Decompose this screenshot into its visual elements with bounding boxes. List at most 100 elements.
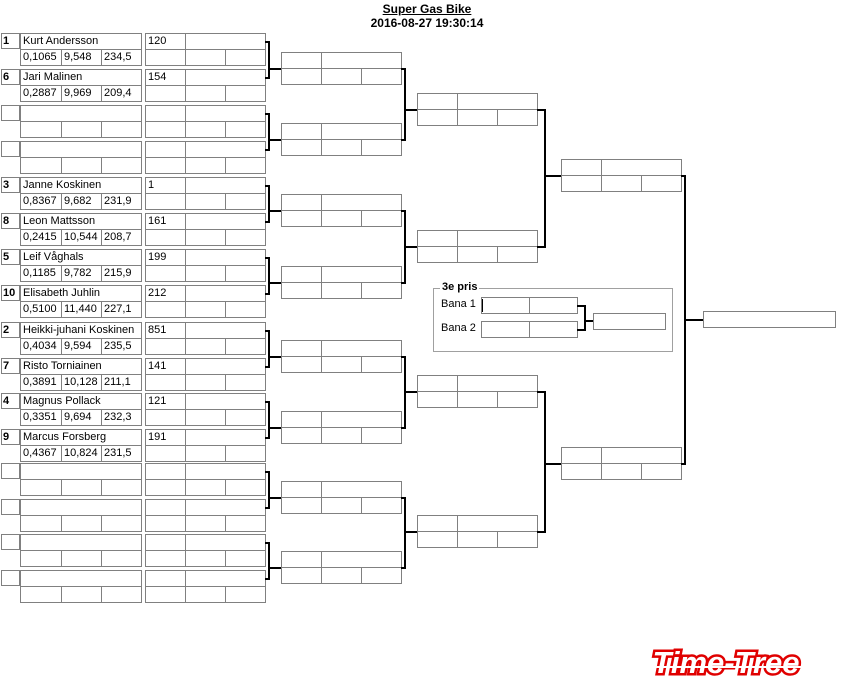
driver-name-field[interactable]: Magnus Pollack [20, 393, 142, 410]
match-cell[interactable] [361, 68, 402, 85]
driver-name-field[interactable] [20, 105, 142, 122]
result-cell[interactable] [145, 157, 186, 174]
match-cell[interactable] [417, 109, 458, 126]
match-cell[interactable] [321, 551, 402, 568]
reaction-time-field[interactable]: 0,3891 [20, 374, 62, 391]
match-cell[interactable] [457, 375, 538, 392]
result-field[interactable] [185, 429, 266, 446]
reaction-time-field[interactable] [20, 157, 62, 174]
reaction-time-field[interactable]: 0,8367 [20, 193, 62, 210]
match-cell[interactable] [281, 139, 322, 156]
result-cell[interactable] [185, 121, 226, 138]
result-cell[interactable] [185, 85, 226, 102]
match-cell[interactable] [601, 463, 642, 480]
elapsed-time-field[interactable]: 11,440 [61, 301, 102, 318]
match-cell[interactable] [361, 567, 402, 584]
result-field[interactable] [185, 177, 266, 194]
elapsed-time-field[interactable]: 9,594 [61, 338, 102, 355]
vehicle-number-field[interactable] [145, 463, 186, 480]
result-cell[interactable] [145, 586, 186, 603]
match-cell[interactable] [561, 159, 602, 176]
elapsed-time-field[interactable]: 10,824 [61, 445, 102, 462]
elapsed-time-field[interactable]: 9,548 [61, 49, 102, 66]
match-cell[interactable] [281, 497, 322, 514]
match-cell[interactable] [281, 411, 322, 428]
match-cell[interactable] [321, 139, 362, 156]
result-cell[interactable] [145, 550, 186, 567]
speed-field[interactable]: 234,5 [101, 49, 142, 66]
result-field[interactable] [185, 105, 266, 122]
result-cell[interactable] [145, 265, 186, 282]
driver-name-field[interactable]: Janne Koskinen [20, 177, 142, 194]
result-cell[interactable] [185, 515, 226, 532]
match-cell[interactable] [601, 175, 642, 192]
match-cell[interactable] [417, 246, 458, 263]
result-field[interactable] [185, 249, 266, 266]
match-cell[interactable] [281, 356, 322, 373]
reaction-time-field[interactable]: 0,2415 [20, 229, 62, 246]
match-cell[interactable] [321, 68, 362, 85]
result-cell[interactable] [145, 49, 186, 66]
result-field[interactable] [185, 358, 266, 375]
elapsed-time-field[interactable] [61, 121, 102, 138]
match-cell[interactable] [361, 356, 402, 373]
result-cell[interactable] [145, 85, 186, 102]
reaction-time-field[interactable] [20, 121, 62, 138]
reaction-time-field[interactable] [20, 479, 62, 496]
vehicle-number-field[interactable]: 154 [145, 69, 186, 86]
vehicle-number-field[interactable]: 212 [145, 285, 186, 302]
reaction-time-field[interactable]: 0,4367 [20, 445, 62, 462]
match-cell[interactable] [321, 282, 362, 299]
speed-field[interactable]: 232,3 [101, 409, 142, 426]
match-cell[interactable] [321, 210, 362, 227]
result-field[interactable] [185, 534, 266, 551]
match-cell[interactable] [497, 531, 538, 548]
reaction-time-field[interactable]: 0,4034 [20, 338, 62, 355]
match-cell[interactable] [321, 567, 362, 584]
result-cell[interactable] [225, 586, 266, 603]
match-cell[interactable] [281, 551, 322, 568]
elapsed-time-field[interactable] [61, 515, 102, 532]
elapsed-time-field[interactable]: 10,544 [61, 229, 102, 246]
vehicle-number-field[interactable] [145, 570, 186, 587]
match-cell[interactable] [457, 531, 498, 548]
result-cell[interactable] [225, 374, 266, 391]
match-cell[interactable] [641, 175, 682, 192]
match-cell[interactable] [417, 93, 458, 110]
speed-field[interactable] [101, 157, 142, 174]
result-cell[interactable] [145, 409, 186, 426]
result-cell[interactable] [185, 374, 226, 391]
match-cell[interactable] [281, 567, 322, 584]
match-cell[interactable] [417, 391, 458, 408]
result-field[interactable] [185, 141, 266, 158]
result-field[interactable] [185, 570, 266, 587]
elapsed-time-field[interactable]: 9,694 [61, 409, 102, 426]
speed-field[interactable] [101, 479, 142, 496]
result-cell[interactable] [225, 550, 266, 567]
speed-field[interactable]: 231,9 [101, 193, 142, 210]
match-cell[interactable] [457, 246, 498, 263]
match-cell[interactable] [321, 52, 402, 69]
lane1-field[interactable] [481, 297, 530, 314]
match-cell[interactable] [281, 481, 322, 498]
result-cell[interactable] [145, 121, 186, 138]
match-cell[interactable] [561, 447, 602, 464]
result-cell[interactable] [185, 586, 226, 603]
speed-field[interactable] [101, 586, 142, 603]
result-cell[interactable] [185, 409, 226, 426]
match-cell[interactable] [497, 109, 538, 126]
match-cell[interactable] [561, 175, 602, 192]
match-cell[interactable] [361, 282, 402, 299]
result-cell[interactable] [185, 550, 226, 567]
match-cell[interactable] [321, 356, 362, 373]
reaction-time-field[interactable]: 0,3351 [20, 409, 62, 426]
result-cell[interactable] [225, 338, 266, 355]
match-cell[interactable] [321, 194, 402, 211]
vehicle-number-field[interactable]: 851 [145, 322, 186, 339]
match-cell[interactable] [457, 93, 538, 110]
match-cell[interactable] [281, 210, 322, 227]
speed-field[interactable]: 211,1 [101, 374, 142, 391]
driver-name-field[interactable] [20, 463, 142, 480]
reaction-time-field[interactable]: 0,1065 [20, 49, 62, 66]
result-field[interactable] [185, 69, 266, 86]
